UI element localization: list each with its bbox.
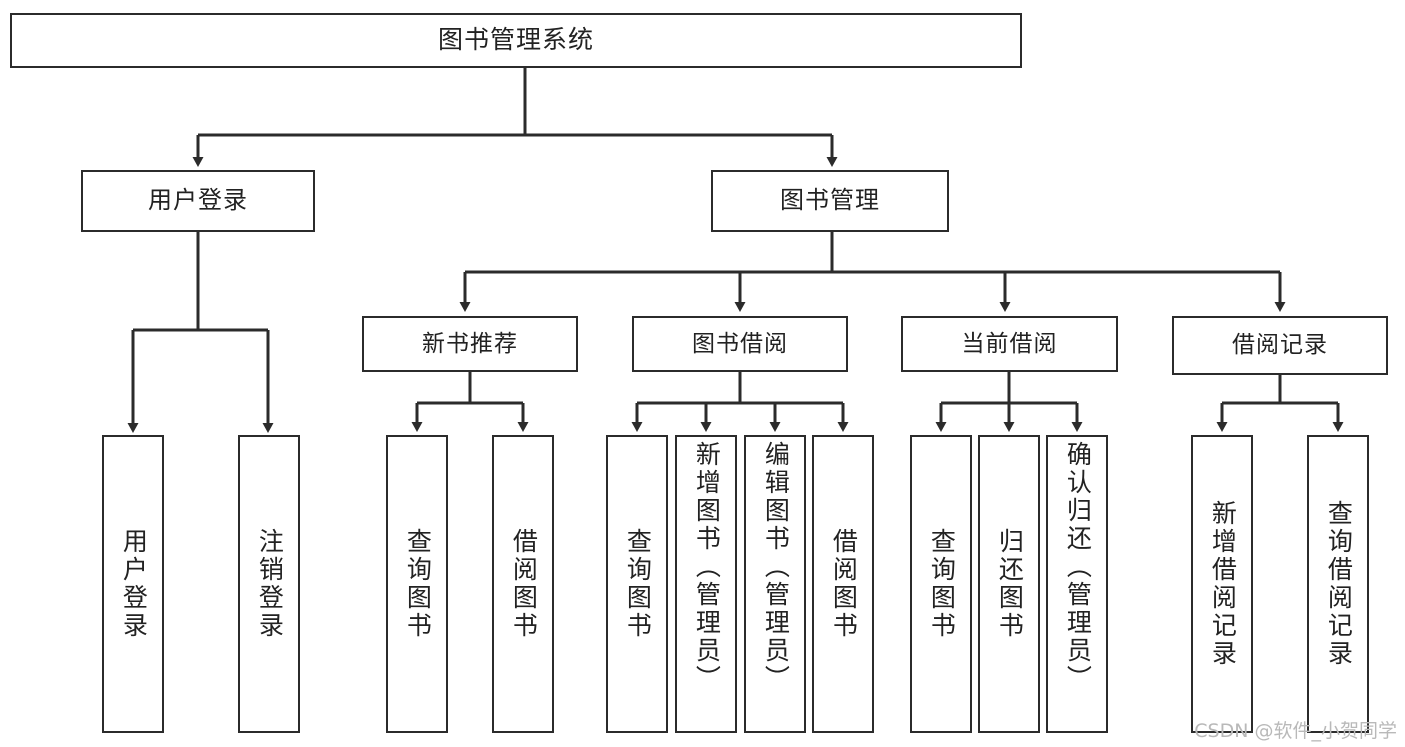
node-user-login[interactable]: 用户登录 [81,170,315,232]
node-label: 新书推荐 [422,330,518,357]
node-book-borrow[interactable]: 图书借阅 [632,316,848,372]
node-book-management[interactable]: 图书管理 [711,170,949,232]
node-label: 查询图书 [927,528,957,640]
node-label: 归还图书 [995,528,1025,640]
leaf-current-query-book[interactable]: 查询图书 [910,435,972,733]
leaf-recommend-borrow-book[interactable]: 借阅图书 [492,435,554,733]
node-label: 图书管理系统 [437,25,594,55]
node-label: 用户登录 [119,528,149,640]
leaf-user-login[interactable]: 用户登录 [102,435,164,733]
node-root-book-management-system[interactable]: 图书管理系统 [10,13,1022,68]
node-label: 新增图书（管理员） [692,441,722,693]
node-label: 当前借阅 [961,330,1058,357]
leaf-borrow-query-book[interactable]: 查询图书 [606,435,668,733]
node-label: 查询图书 [403,528,433,640]
leaf-user-logout[interactable]: 注销登录 [238,435,300,733]
leaf-borrow-borrow-book[interactable]: 借阅图书 [812,435,874,733]
leaf-records-add-record[interactable]: 新增借阅记录 [1191,435,1253,733]
node-label: 新增借阅记录 [1208,500,1238,668]
node-borrow-records[interactable]: 借阅记录 [1172,316,1388,375]
leaf-borrow-add-book-admin[interactable]: 新增图书（管理员） [675,435,737,733]
node-label: 确认归还（管理员） [1063,441,1093,693]
leaf-records-query-record[interactable]: 查询借阅记录 [1307,435,1369,733]
node-label: 图书借阅 [692,330,788,357]
leaf-borrow-edit-book-admin[interactable]: 编辑图书（管理员） [744,435,806,733]
node-new-book-recommend[interactable]: 新书推荐 [362,316,578,372]
node-label: 借阅记录 [1232,332,1328,359]
node-label: 用户登录 [148,186,248,215]
node-current-borrow[interactable]: 当前借阅 [901,316,1118,372]
csdn-watermark: CSDN @软件_小贺同学 [1194,720,1397,742]
node-label: 借阅图书 [829,528,859,640]
node-label: 借阅图书 [509,528,539,640]
node-label: 图书管理 [780,186,880,215]
node-label: 查询借阅记录 [1324,500,1354,668]
node-label: 注销登录 [255,528,285,640]
leaf-current-confirm-return-admin[interactable]: 确认归还（管理员） [1046,435,1108,733]
leaf-recommend-query-book[interactable]: 查询图书 [386,435,448,733]
node-label: 编辑图书（管理员） [761,441,791,693]
leaf-current-return-book[interactable]: 归还图书 [978,435,1040,733]
node-label: 查询图书 [623,528,653,640]
